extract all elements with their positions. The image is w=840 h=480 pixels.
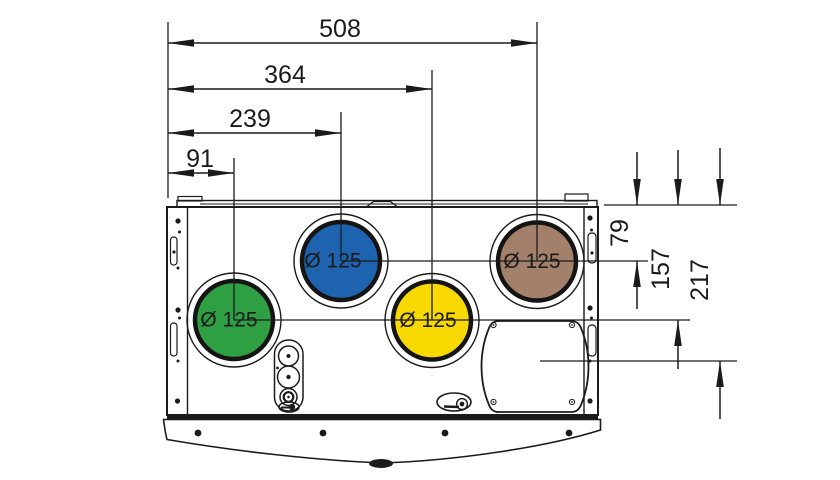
port-label-green: Ø 125 <box>200 309 257 332</box>
dim-label-239: 239 <box>229 105 271 133</box>
latch-outline <box>436 392 472 412</box>
rivet-dot <box>590 228 593 232</box>
rivet-dot <box>175 307 181 313</box>
left-slot-upper <box>169 236 178 266</box>
latch-bar <box>443 405 460 409</box>
latch-screw <box>455 397 469 411</box>
spigot-cover-plate <box>480 320 590 413</box>
bottom-center-tab <box>369 459 393 468</box>
cable-gland-stack <box>273 339 304 413</box>
port-label-yellow: Ø 125 <box>399 309 456 332</box>
gland-oval <box>278 401 300 413</box>
rivet-dot <box>178 316 181 320</box>
skirt-rivet <box>565 429 573 437</box>
rivet-dot <box>590 251 594 255</box>
gland-stack-housing <box>273 339 304 412</box>
dim-label-157: 157 <box>647 248 675 290</box>
skirt-rivet <box>319 429 327 437</box>
top-lip-center-clip <box>366 200 398 207</box>
gland-dot <box>286 354 291 358</box>
rivet-dot <box>587 398 593 404</box>
skirt-rivet <box>441 429 449 437</box>
screw-dot <box>492 401 495 403</box>
rivet-dot <box>176 359 180 363</box>
dimension-linework <box>167 22 737 419</box>
port-label-blue: Ø 125 <box>304 250 361 273</box>
screw-dot <box>492 324 495 326</box>
rivet-dot <box>590 316 593 320</box>
top-lip-right-tab <box>564 193 589 202</box>
right-slot-lower <box>587 324 597 357</box>
screw <box>490 321 497 329</box>
screw <box>490 398 497 406</box>
screw <box>568 398 576 406</box>
rivet-dot <box>174 398 181 404</box>
duct-ports <box>186 213 585 369</box>
gland-circle-bottom <box>279 387 298 407</box>
screw-dot <box>571 401 573 403</box>
dim-label-508: 508 <box>319 15 361 43</box>
dim-label-364: 364 <box>264 61 306 89</box>
rivet-dot <box>178 230 181 234</box>
gland-dot <box>287 395 290 399</box>
rivet-dot <box>587 305 593 311</box>
rivet-dot <box>587 215 593 221</box>
dim-label-91: 91 <box>186 145 214 173</box>
right-flange-details <box>587 215 597 404</box>
dim-label-217: 217 <box>686 259 714 301</box>
left-slot-lower <box>169 322 178 357</box>
unit-body <box>162 193 602 468</box>
screw <box>568 321 576 329</box>
cover-plate-outline <box>480 320 590 413</box>
latch-screw-dot <box>459 401 465 407</box>
latch-oval <box>436 392 472 412</box>
cover-plate-screws <box>490 321 576 406</box>
skirt-rivet <box>194 429 202 437</box>
top-lip-left-tab <box>177 195 203 202</box>
rivet-dot <box>172 250 176 254</box>
gland-dot <box>286 374 291 380</box>
dim-label-79: 79 <box>606 219 634 247</box>
left-flange-details <box>169 218 181 404</box>
right-slot-upper <box>587 232 597 264</box>
rivet-dot <box>176 266 180 270</box>
bottom-edge-band <box>167 415 598 420</box>
gland-dot <box>288 403 296 411</box>
screw-dot <box>571 324 573 326</box>
bottom-skirt <box>162 418 602 464</box>
dimension-texts: 508 364 239 91 79 157 217 Ø 125 Ø 125 Ø … <box>186 15 714 332</box>
rivet-dot <box>175 218 181 224</box>
small-dot <box>276 366 279 370</box>
port-label-brown: Ø 125 <box>503 250 560 273</box>
